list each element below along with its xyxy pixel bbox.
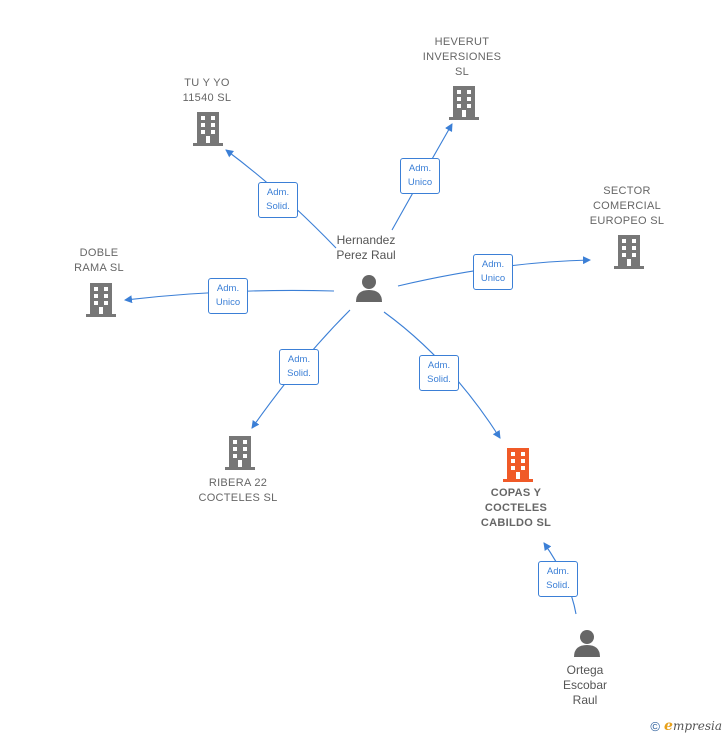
company-label-doble-rama: DOBLE RAMA SL [74, 247, 124, 274]
person-icon-hernandez[interactable] [354, 273, 384, 308]
building-icon-tu-y-yo[interactable] [193, 112, 223, 151]
brand-footer: © empresia [650, 718, 722, 734]
edge-label-doble-rama: Adm. Unico [208, 278, 248, 314]
edge-label-tu-y-yo: Adm. Solid. [258, 182, 298, 218]
edge-label-ortega-copas: Adm. Solid. [538, 561, 578, 597]
company-label-copas: COPAS Y COCTELES CABILDO SL [480, 487, 552, 529]
building-icon-copas-focus[interactable] [503, 448, 533, 487]
company-label-sector: SECTOR COMERCIAL EUROPEO SL [589, 185, 665, 227]
person-label-hernandez: Hernandez Perez Raul [336, 233, 396, 262]
edge-label-copas: Adm. Solid. [419, 355, 459, 391]
company-label-ribera: RIBERA 22 COCTELES SL [198, 477, 278, 504]
building-icon-heverut[interactable] [449, 86, 479, 125]
company-label-tu-y-yo: TU Y YO 11540 SL [182, 77, 232, 104]
person-label-ortega: Ortega Escobar Raul [562, 663, 608, 707]
person-icon-ortega[interactable] [572, 628, 602, 663]
copyright-symbol: © [650, 718, 661, 734]
building-icon-ribera[interactable] [225, 436, 255, 475]
building-icon-sector[interactable] [614, 235, 644, 274]
edge-label-sector: Adm. Unico [473, 254, 513, 290]
edge-label-heverut: Adm. Unico [400, 158, 440, 194]
brand-logo: empresia [664, 718, 722, 734]
company-label-heverut: HEVERUT INVERSIONES SL [422, 36, 502, 78]
edge-label-ribera: Adm. Solid. [279, 349, 319, 385]
building-icon-doble-rama[interactable] [86, 283, 116, 322]
